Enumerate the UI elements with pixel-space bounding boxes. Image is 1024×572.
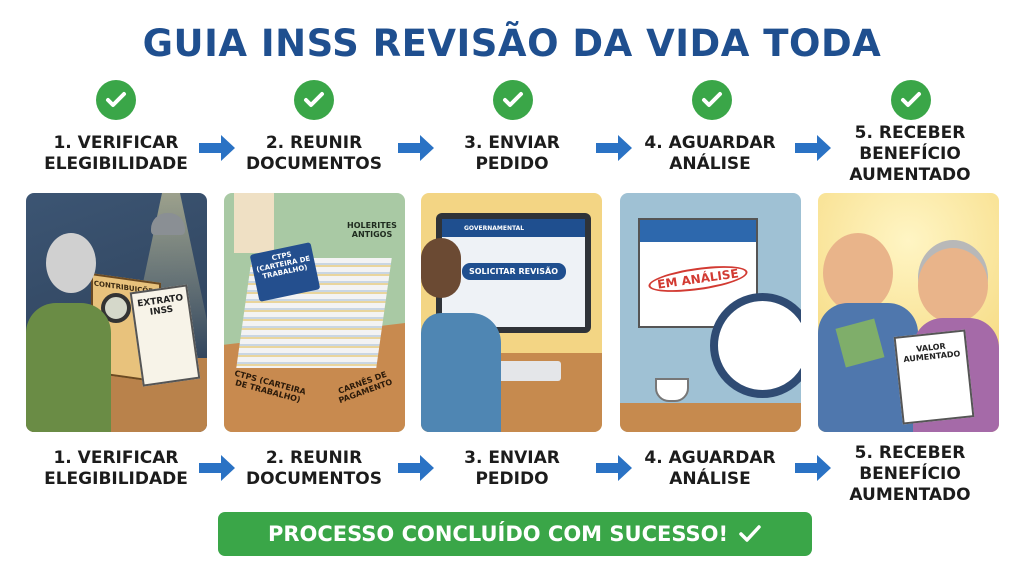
monitor: GOVERNAMENTAL SOLICITAR REVISÃO xyxy=(436,213,591,333)
step-label-line: ANÁLISE xyxy=(669,469,751,489)
illustration-receive-benefit: VALOR AUMENTADO xyxy=(818,193,999,432)
check-icon xyxy=(294,80,334,120)
step-label-line: ELEGIBILIDADE xyxy=(44,469,188,489)
step-label-line: 2. REUNIR xyxy=(265,448,363,468)
illustration-verify-eligibility: CONTRIBUIÇÕES EXTRATO INSS xyxy=(26,193,207,432)
illustration-await-analysis: EM ANÁLISE xyxy=(620,193,801,432)
step-label-line: ELEGIBILIDADE xyxy=(44,154,188,174)
step-label-line: 5. RECEBER xyxy=(854,443,966,463)
person-body xyxy=(421,313,501,432)
step-label-line: 1. VERIFICAR xyxy=(53,133,179,153)
solicitar-revisao-button: SOLICITAR REVISÃO xyxy=(461,263,566,280)
curtain xyxy=(234,193,274,253)
step-label-line: BENEFÍCIO xyxy=(859,464,961,484)
step-label-line: 3. ENVIAR xyxy=(464,133,560,153)
arrow-right-icon xyxy=(596,135,632,161)
valor-aumentado-label: VALOR AUMENTADO xyxy=(903,341,961,365)
holerites-label: HOLERITES ANTIGOS xyxy=(347,221,397,239)
person-head xyxy=(421,238,461,298)
step-label-line: ANÁLISE xyxy=(669,154,751,174)
arrow-right-icon xyxy=(398,135,434,161)
arrow-right-icon xyxy=(398,455,434,481)
step-label-line: DOCUMENTOS xyxy=(246,154,382,174)
keyboard xyxy=(481,361,561,381)
step-label-line: 4. AGUARDAR xyxy=(644,133,776,153)
check-icon xyxy=(891,80,931,120)
step-label-line: 2. REUNIR xyxy=(265,133,363,153)
clock-icon xyxy=(710,293,801,398)
table xyxy=(620,403,801,432)
step-label-line: BENEFÍCIO xyxy=(859,144,961,164)
step-label-line: 5. RECEBER xyxy=(854,123,966,143)
person-body xyxy=(26,303,111,432)
arrow-right-icon xyxy=(199,135,235,161)
em-analise-stamp: EM ANÁLISE xyxy=(646,261,750,297)
lamp-icon xyxy=(151,213,185,235)
arrow-right-icon xyxy=(596,455,632,481)
coffee-cup-icon xyxy=(655,378,689,402)
check-icon xyxy=(96,80,136,120)
illustration-send-request: GOVERNAMENTAL SOLICITAR REVISÃO xyxy=(421,193,602,432)
arrow-right-icon xyxy=(795,455,831,481)
site-header: GOVERNAMENTAL xyxy=(442,219,585,237)
book-label: CTPS (CARTEIRA DE TRABALHO) xyxy=(255,250,311,281)
step-label-line: 1. VERIFICAR xyxy=(53,448,179,468)
step-label-line: AUMENTADO xyxy=(849,165,971,185)
woman-head xyxy=(918,248,988,323)
person-head xyxy=(46,233,96,293)
arrow-right-icon xyxy=(199,455,235,481)
magnifier-icon xyxy=(101,293,131,323)
document: VALOR AUMENTADO xyxy=(893,329,975,425)
step-label-line: PEDIDO xyxy=(475,154,549,174)
step-label-line: DOCUMENTOS xyxy=(246,469,382,489)
step-label-line: 4. AGUARDAR xyxy=(644,448,776,468)
step-label-line: 3. ENVIAR xyxy=(464,448,560,468)
check-icon xyxy=(692,80,732,120)
illustration-gather-documents: CTPS (CARTEIRA DE TRABALHO) HOLERITES AN… xyxy=(224,193,405,432)
check-icon xyxy=(493,80,533,120)
step-label-line: PEDIDO xyxy=(475,469,549,489)
step-label-line: AUMENTADO xyxy=(849,485,971,505)
page-title: GUIA INSS REVISÃO DA VIDA TODA xyxy=(142,22,882,65)
arrow-right-icon xyxy=(795,135,831,161)
calendar-header xyxy=(640,220,756,242)
check-icon xyxy=(739,525,761,542)
success-message: PROCESSO CONCLUÍDO COM SUCESSO! xyxy=(267,522,729,546)
document-title: EXTRATO INSS xyxy=(136,293,184,318)
success-banner: PROCESSO CONCLUÍDO COM SUCESSO! xyxy=(218,512,812,556)
man-head xyxy=(823,233,893,313)
